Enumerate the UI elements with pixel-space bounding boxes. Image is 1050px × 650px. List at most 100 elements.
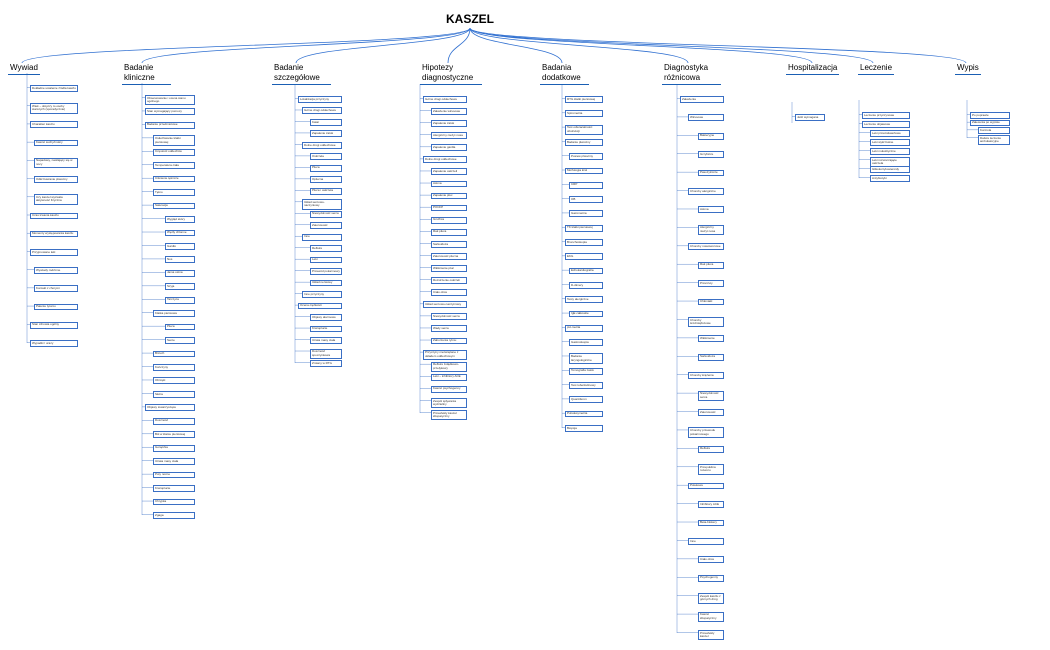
node-kli-15[interactable]: Tarczyca: [165, 296, 195, 304]
node-bad-18[interactable]: Badanie laryngologiczne: [569, 353, 603, 364]
node-wyw-2[interactable]: Charakter kaszlu: [30, 121, 78, 129]
node-roz-5[interactable]: Choroby alergiczne: [688, 188, 724, 195]
node-kli-16[interactable]: Klatka piersiowa: [153, 310, 195, 317]
node-kli-22[interactable]: Skóra: [153, 390, 195, 398]
node-kli-8[interactable]: Saturacja: [153, 202, 195, 210]
node-wyp-3[interactable]: Dalsze leczenie ambulatoryjne: [978, 135, 1010, 146]
node-wyw-0[interactable]: Dokładne ustalenie źródła kaszlu: [30, 85, 78, 92]
node-szc-15[interactable]: Przewód pokarmowy: [310, 268, 342, 275]
category-hospitalizacja[interactable]: Hospitalizacja: [786, 63, 840, 75]
node-szc-4[interactable]: Dolne drogi oddechowe: [302, 141, 342, 149]
node-wyw-10[interactable]: Wywiady rodzinne: [34, 267, 78, 274]
node-kli-18[interactable]: Serce: [165, 337, 195, 344]
node-roz-23[interactable]: Beta-blokery: [698, 519, 724, 527]
node-lec-1[interactable]: Leczenie objawowe: [862, 121, 910, 128]
node-bad-9[interactable]: TK klatki piersiowej: [565, 224, 603, 232]
node-bad-6[interactable]: CRP: [569, 181, 603, 189]
node-hip-13[interactable]: Zatorowość płucna: [431, 253, 467, 260]
node-wyw-8[interactable]: Momenty występowania kaszlu: [30, 230, 78, 238]
node-roz-22[interactable]: Inhibitory ACE: [698, 501, 724, 508]
node-hip-16[interactable]: Ciało obce: [431, 289, 467, 296]
category-badanie-szczegolowe[interactable]: Badanie szczegółowe: [272, 63, 331, 85]
node-kli-6[interactable]: Ciśnienie tętnicze: [153, 175, 195, 183]
node-szc-2[interactable]: Katar: [310, 118, 342, 126]
node-hip-26[interactable]: Przewlekły kaszel idiopatyczny: [431, 410, 467, 421]
node-kli-30[interactable]: Chrypka: [153, 498, 195, 506]
node-kli-7[interactable]: Tętno: [153, 189, 195, 196]
node-szc-22[interactable]: Duszność spoczynkowa: [310, 348, 342, 359]
node-szc-18[interactable]: Ocena ciężkości: [298, 302, 342, 310]
node-kli-9[interactable]: Wygląd skóry: [165, 216, 195, 223]
node-roz-29[interactable]: Przewlekły kaszel: [698, 630, 724, 641]
node-hip-8[interactable]: Zapalenie płuc: [431, 192, 467, 200]
node-kli-4[interactable]: Częstość oddechów: [153, 148, 195, 156]
node-roz-27[interactable]: Zespół kaszlu z górnych dróg: [698, 593, 724, 604]
node-szc-23[interactable]: Zmiany w RTG: [310, 360, 342, 367]
node-roz-8[interactable]: Choroby nowotworowe: [688, 243, 724, 251]
category-wypis[interactable]: Wypis: [955, 63, 981, 75]
node-szc-11[interactable]: Zatorowość: [310, 222, 342, 230]
node-hip-10[interactable]: Gruźlica: [431, 216, 467, 224]
node-kli-21[interactable]: Obrzęki: [153, 377, 195, 385]
node-bad-14[interactable]: Testy alergiczne: [565, 296, 603, 304]
node-lec-7[interactable]: Antybiotyki: [870, 175, 910, 182]
node-bad-10[interactable]: Bronchoskopia: [565, 239, 603, 246]
node-roz-1[interactable]: Wirusowe: [688, 114, 724, 122]
node-bad-2[interactable]: Test odwracalności obstrukcji: [565, 124, 603, 135]
node-szc-5[interactable]: Oskrzela: [310, 153, 342, 161]
node-bad-12[interactable]: Echokardiografia: [569, 267, 603, 275]
node-kli-3[interactable]: Osłuchiwanie klatki piersiowej: [153, 135, 195, 146]
node-roz-28[interactable]: Kaszel idiopatyczny: [698, 611, 724, 622]
node-hip-24[interactable]: Kaszel psychogenny: [431, 385, 467, 393]
node-lec-4[interactable]: Leki mukolityczne: [870, 148, 910, 155]
node-bad-23[interactable]: Biopsja: [565, 425, 603, 432]
node-hip-12[interactable]: Sarkoidoza: [431, 240, 467, 248]
node-szc-10[interactable]: Niewydolność serca: [310, 210, 342, 218]
node-hip-4[interactable]: Zapalenie gardła: [431, 144, 467, 152]
node-wyp-0[interactable]: Po poprawie: [970, 112, 1010, 119]
node-szc-7[interactable]: Opłucna: [310, 176, 342, 184]
node-hip-21[interactable]: Przyczyny niezwiązane z układem oddechow…: [423, 349, 467, 360]
node-hos-0[interactable]: Jeśli wymagana: [795, 114, 825, 121]
node-hip-18[interactable]: Niewydolność serca: [431, 313, 467, 321]
node-kli-27[interactable]: Utrata masy ciała: [153, 458, 195, 465]
node-kli-10[interactable]: Węzły chłonne: [165, 229, 195, 237]
category-badanie-kliniczne[interactable]: Badanie kliniczne: [122, 63, 171, 85]
node-wyw-7[interactable]: Czas trwania kaszlu: [30, 212, 78, 220]
node-roz-13[interactable]: Włóknienie: [698, 335, 724, 343]
node-roz-25[interactable]: Ciało obce: [698, 556, 724, 564]
node-hip-23[interactable]: Leki – inhibitory ACE: [431, 373, 467, 381]
category-wywiad[interactable]: Wywiad: [8, 63, 40, 75]
node-roz-16[interactable]: Niewydolność serca: [698, 390, 724, 401]
node-hip-9[interactable]: POChP: [431, 204, 467, 212]
node-bad-13[interactable]: D-dimery: [569, 281, 603, 289]
node-roz-20[interactable]: Przepuklina rozworu: [698, 464, 724, 475]
node-bad-17[interactable]: Gastroskopia: [569, 339, 603, 346]
node-lec-3[interactable]: Leki wykrztuśne: [870, 139, 910, 146]
node-roz-3[interactable]: Grzybicze: [698, 151, 724, 159]
node-kli-14[interactable]: Szyja: [165, 283, 195, 291]
node-hip-6[interactable]: Zapalenie oskrzeli: [431, 168, 467, 176]
node-kli-0[interactable]: Obserwowanie i ocena stanu ogólnego: [145, 95, 195, 106]
node-roz-2[interactable]: Bakteryjne: [698, 132, 724, 140]
node-kli-29[interactable]: Krwioplucie: [153, 485, 195, 492]
node-kli-12[interactable]: Nos: [165, 256, 195, 264]
node-hip-15[interactable]: Rozstrzenie oskrzeli: [431, 277, 467, 284]
node-szc-12[interactable]: Inne: [302, 233, 342, 241]
node-kli-11[interactable]: Gardło: [165, 242, 195, 250]
node-wyw-6[interactable]: Czy kaszel wyzwala aktywność fizyczna: [34, 194, 78, 205]
node-hip-2[interactable]: Zapalenie zatok: [431, 120, 467, 127]
node-roz-0[interactable]: Zakażenia: [680, 96, 724, 103]
node-roz-24[interactable]: Inne: [688, 537, 724, 545]
node-bad-16[interactable]: pH-metria: [565, 324, 603, 332]
node-kli-26[interactable]: Gorączka: [153, 444, 195, 452]
node-kli-5[interactable]: Temperatura ciała: [153, 162, 195, 170]
node-lec-2[interactable]: Leki przeciwkaszlowe: [870, 130, 910, 137]
node-szc-14[interactable]: Leki: [310, 256, 342, 264]
node-kli-1[interactable]: Stan wymagający pomocy: [145, 108, 195, 116]
node-wyw-9[interactable]: Przyjmowane leki: [30, 248, 78, 256]
node-hip-14[interactable]: Włóknienie płuc: [431, 265, 467, 272]
node-roz-7[interactable]: Alergiczny nieżyt nosa: [698, 224, 724, 236]
node-roz-6[interactable]: Astma: [698, 206, 724, 214]
node-hip-1[interactable]: Zakażenie wirusowe: [431, 108, 467, 115]
